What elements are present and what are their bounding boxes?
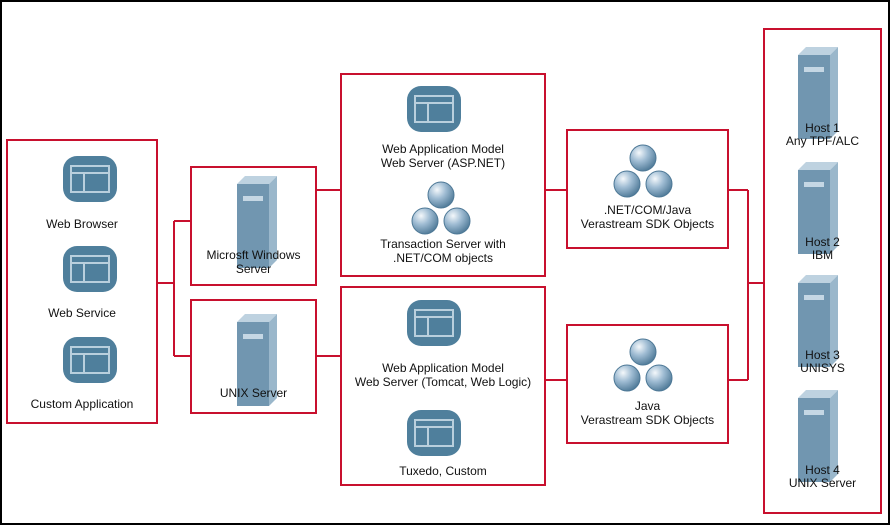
transaction-server-label-line2: .NET/COM objects bbox=[392, 251, 494, 265]
web-browser-window-icon bbox=[62, 155, 118, 203]
java-sdk-label-line2: Verastream SDK Objects bbox=[580, 413, 715, 427]
web-browser-label: Web Browser bbox=[46, 217, 118, 231]
unix-web-app-label-line1: Web Application Model bbox=[382, 361, 504, 375]
boxes bbox=[6, 28, 882, 514]
windows-web-app-label-line1: Web Application Model bbox=[382, 142, 504, 156]
transaction-server-label-line1: Transaction Server with bbox=[380, 237, 506, 251]
host-1-label-line1: Host 1 bbox=[805, 121, 840, 135]
host-1-label-line2: Any TPF/ALC bbox=[785, 134, 860, 148]
connector-lines bbox=[157, 189, 764, 381]
tuxedo-window-icon bbox=[406, 409, 462, 457]
unix-web-app-window-icon bbox=[406, 299, 462, 347]
web-service-label: Web Service bbox=[48, 306, 116, 320]
host-4-label-line2: UNIX Server bbox=[788, 476, 857, 490]
dotnet-sdk-box bbox=[566, 129, 729, 249]
windows-server-label-line1: Microsft Windows bbox=[206, 248, 301, 262]
unix-server-label: UNIX Server bbox=[219, 386, 288, 400]
host-2-label-line2: IBM bbox=[811, 248, 834, 262]
clients-box bbox=[6, 139, 158, 424]
windows-web-app-window-icon bbox=[406, 85, 462, 133]
java-sdk-box bbox=[566, 324, 729, 444]
unix-server-box bbox=[190, 299, 317, 414]
hosts-box bbox=[763, 28, 882, 514]
unix-stack-box bbox=[340, 286, 546, 486]
host-3-label-line2: UNISYS bbox=[800, 361, 845, 375]
host-2-label-line1: Host 2 bbox=[805, 235, 840, 249]
dotnet-sdk-label-line1: .NET/COM/Java bbox=[603, 203, 692, 217]
windows-stack-box bbox=[340, 73, 546, 277]
host-3-label-line1: Host 3 bbox=[805, 348, 840, 362]
custom-application-window-icon bbox=[62, 336, 118, 384]
dotnet-sdk-label-line2: Verastream SDK Objects bbox=[580, 217, 715, 231]
windows-server-label-line2: Server bbox=[235, 262, 272, 276]
java-sdk-label-line1: Java bbox=[634, 399, 661, 413]
host-4-label-line1: Host 4 bbox=[805, 463, 840, 477]
unix-web-app-label-line2: Web Server (Tomcat, Web Logic) bbox=[354, 375, 532, 389]
windows-web-app-label-line2: Web Server (ASP.NET) bbox=[380, 156, 506, 170]
custom-application-label: Custom Application bbox=[30, 397, 134, 411]
web-service-window-icon bbox=[62, 245, 118, 293]
windows-server-box bbox=[190, 166, 317, 286]
tuxedo-label: Tuxedo, Custom bbox=[399, 464, 487, 478]
